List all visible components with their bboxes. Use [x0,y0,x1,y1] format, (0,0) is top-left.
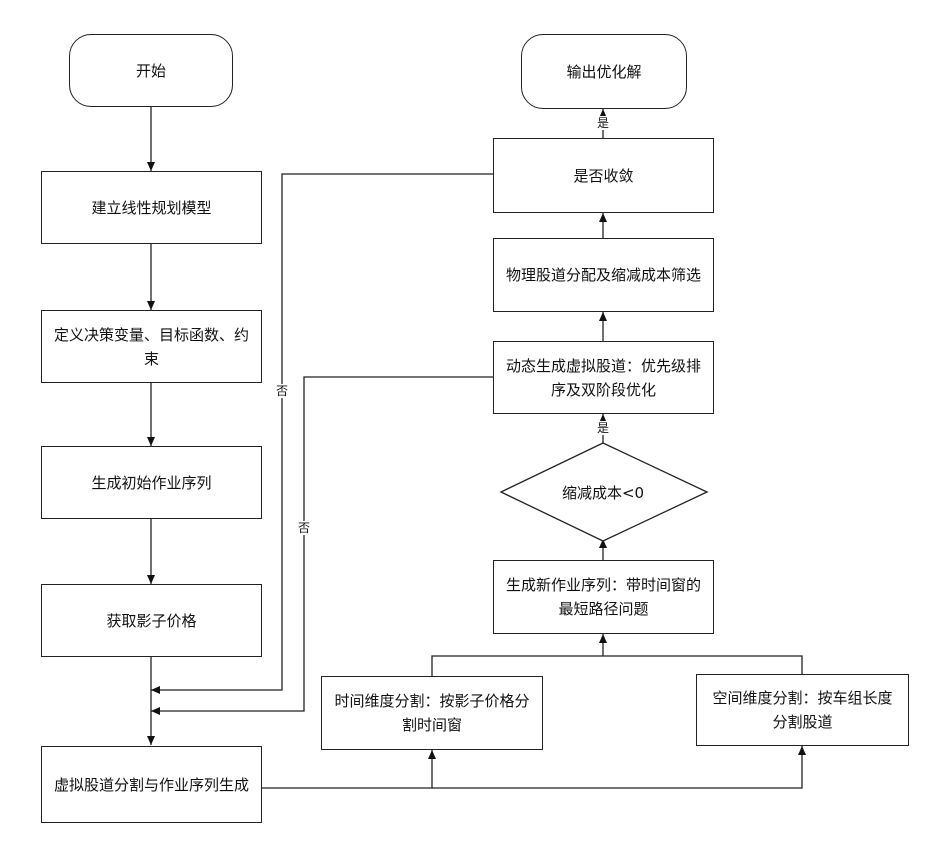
reduced-cost-label: 缩减成本<0 [531,478,675,506]
split-generate-node: 虚拟股道分割与作业序列生成 [41,746,262,823]
yes-label-converge: 是 [596,116,610,130]
edge-space-merge [603,656,802,674]
edge-split-time [262,750,432,788]
define-vars-node: 定义决策变量、目标函数、约束 [41,310,262,383]
shadow-price-node: 获取影子价格 [41,584,262,657]
output-node: 输出优化解 [521,34,687,109]
init-seq-node: 生成初始作业序列 [41,446,262,519]
yes-label-reduced: 是 [596,421,610,435]
no-label-reduced: 否 [297,521,311,535]
new-seq-node: 生成新作业序列：带时间窗的最短路径问题 [493,560,714,634]
no-label-converge: 否 [275,384,289,398]
space-split-node: 空间维度分割：按车组长度分割股道 [696,674,909,746]
time-split-node: 时间维度分割：按影子价格分割时间窗 [321,676,543,750]
edge-split-space [432,746,802,788]
dynamic-track-node: 动态生成虚拟股道：优先级排序及双阶段优化 [493,341,714,414]
converge-node: 是否收敛 [493,138,714,213]
build-model-node: 建立线性规划模型 [41,171,262,244]
edge-dynamic-no [151,377,493,711]
start-node: 开始 [69,34,233,107]
physical-assign-node: 物理股道分配及缩减成本筛选 [493,238,714,312]
edge-time-merge [432,656,603,676]
